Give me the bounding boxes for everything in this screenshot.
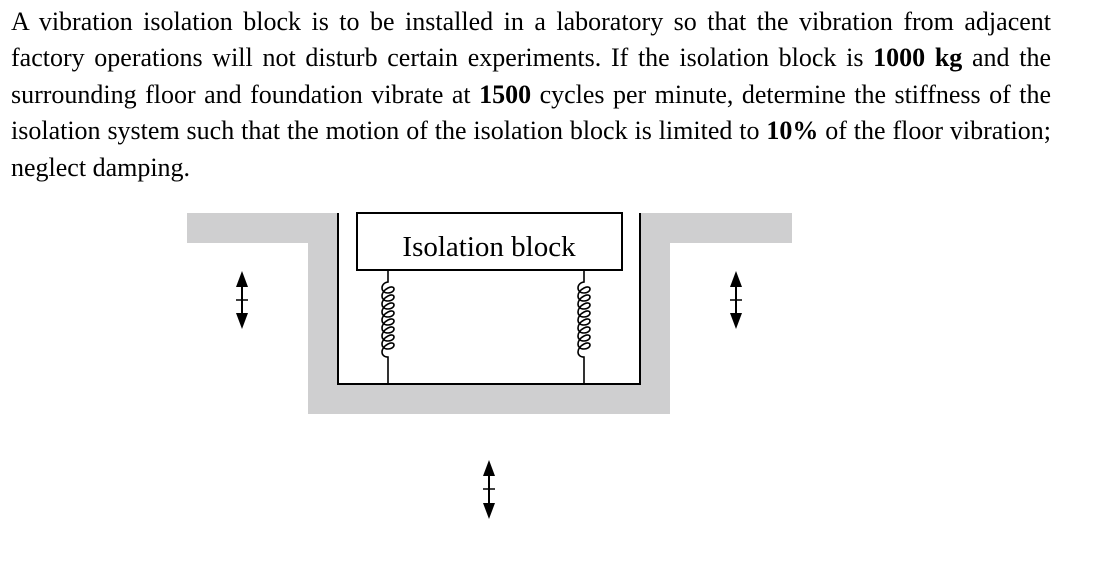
- spring-left: [381, 270, 395, 384]
- isolation-block: Isolation block: [356, 212, 623, 271]
- problem-text-2: and the surrounding floor and foundation…: [11, 43, 1051, 109]
- vibration-arrow-bottom-icon: [483, 460, 495, 519]
- problem-text-3: cycles per minute, determine the stiffne…: [11, 79, 1051, 146]
- isolation-block-label: Isolation block: [402, 231, 576, 263]
- percent-value: 10%: [766, 116, 819, 146]
- problem-statement: A vibration isolation block is to be ins…: [11, 4, 1051, 186]
- isolation-block-body: [356, 212, 623, 271]
- mass-value: 1000 kg: [873, 43, 963, 73]
- problem-text-4: of the floor vibration; neglect damping.: [11, 116, 1051, 182]
- floor-foundation: [187, 213, 792, 414]
- vibration-arrow-right-icon: [730, 271, 742, 329]
- pit-outline: [337, 213, 641, 385]
- vibration-arrow-left-icon: [236, 271, 248, 329]
- spring-right: [577, 270, 591, 384]
- problem-text-1: A vibration isolation block is to be ins…: [11, 7, 1051, 73]
- frequency-value: 1500: [479, 79, 532, 109]
